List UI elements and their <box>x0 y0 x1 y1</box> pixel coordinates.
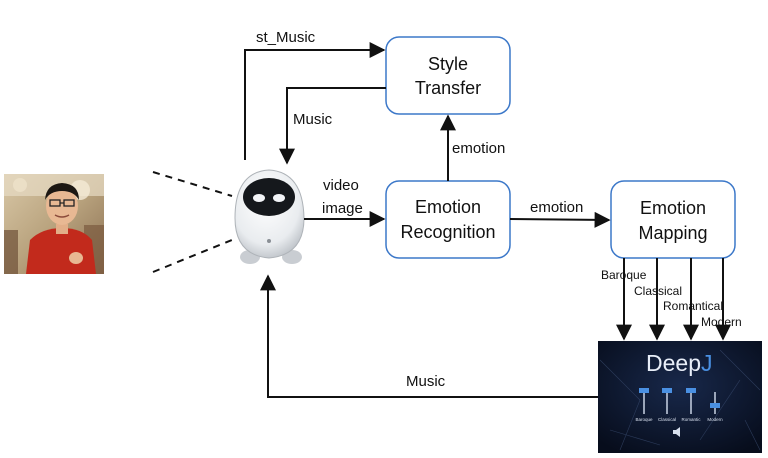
music-bottom-label: Music <box>406 373 446 390</box>
style-label-romantical: Romantical <box>663 299 723 313</box>
music-top-label: Music <box>293 111 333 128</box>
deepj-slider-label-modern: Modern <box>707 417 723 422</box>
style-transfer-box: Style Transfer <box>385 36 511 115</box>
style-label-modern: Modern <box>701 315 742 329</box>
emotion-mapping-label-line2: Mapping <box>638 223 707 243</box>
video-label: video <box>323 177 359 194</box>
person-photo <box>4 174 104 274</box>
arrow-emotion-right <box>509 211 611 228</box>
emotion-up-label: emotion <box>452 140 505 157</box>
style-transfer-label-line1: Style <box>428 54 468 74</box>
slider-handle-baroque[interactable] <box>639 388 649 393</box>
deepj-slider-label-baroque: Baroque <box>635 417 653 422</box>
deepj-slider-label-romantic: Romantic <box>681 417 701 422</box>
deepj-sliders <box>639 388 720 414</box>
slider-handle-modern[interactable] <box>710 403 720 408</box>
emotion-mapping-box: Emotion Mapping <box>610 180 736 259</box>
view-line-top <box>152 171 233 197</box>
emotion-recognition-label-line1: Emotion <box>415 197 481 217</box>
deepj-panel: DeepJ Baroque Classical Romantic Modern <box>598 341 762 453</box>
image-label: image <box>322 200 363 217</box>
slider-handle-romantic[interactable] <box>686 388 696 393</box>
arrow-music-to-robot <box>279 87 386 165</box>
arrow-st-music <box>244 42 386 160</box>
arrow-music-bottom <box>260 274 598 398</box>
emotion-recognition-label-line2: Recognition <box>400 222 495 242</box>
robot-icon <box>234 169 305 264</box>
deepj-slider-label-classical: Classical <box>658 417 676 422</box>
emotion-recognition-box: Emotion Recognition <box>385 180 511 259</box>
slider-handle-classical[interactable] <box>662 388 672 393</box>
speaker-icon[interactable] <box>673 427 680 437</box>
emotion-right-label: emotion <box>530 199 583 216</box>
deepj-logo: DeepJ <box>646 350 712 376</box>
emotion-mapping-label-line1: Emotion <box>640 198 706 218</box>
style-label-classical: Classical <box>634 284 682 298</box>
st-music-label: st_Music <box>256 29 316 46</box>
style-label-baroque: Baroque <box>601 268 647 282</box>
style-transfer-label-line2: Transfer <box>415 78 481 98</box>
view-line-bottom <box>152 239 233 273</box>
